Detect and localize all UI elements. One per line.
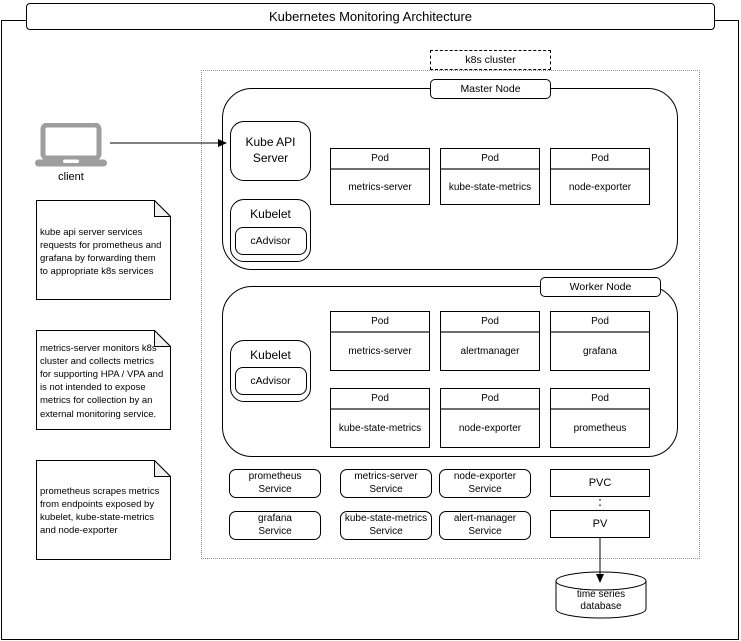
worker-node-label: Worker Node bbox=[540, 277, 661, 297]
pod-name: metrics-server bbox=[348, 181, 412, 193]
pod-header: Pod bbox=[331, 312, 429, 333]
note-text: kube api server services requests for pr… bbox=[40, 227, 162, 278]
diagram-title: Kubernetes Monitoring Architecture bbox=[26, 3, 715, 30]
pod-worker-grafana: Pod grafana bbox=[550, 311, 650, 371]
note-shape bbox=[36, 460, 171, 560]
pod-name: node-exporter bbox=[568, 181, 632, 193]
note-metrics-server: metrics-server monitors k8s cluster and … bbox=[36, 330, 171, 430]
pod-name: node-exporter bbox=[458, 423, 522, 434]
master-kubelet-label: Kubelet bbox=[250, 207, 291, 221]
service-prometheus: prometheus Service bbox=[229, 469, 321, 498]
laptop-icon bbox=[35, 123, 107, 167]
worker-cadvisor-box: cAdvisor bbox=[234, 367, 307, 395]
master-cadvisor-box: cAdvisor bbox=[234, 227, 307, 255]
pod-name: kube-state-metrics bbox=[448, 181, 532, 193]
service-node-exporter: node-exporter Service bbox=[439, 469, 531, 498]
note-text: prometheus scrapes metrics from endpoint… bbox=[40, 486, 160, 537]
pod-worker-kube-state-metrics: Pod kube-state-metrics bbox=[330, 388, 430, 448]
worker-kubelet-box: Kubelet cAdvisor bbox=[230, 340, 311, 402]
pod-master-node-exporter: Pod node-exporter bbox=[550, 148, 650, 205]
k8s-cluster-boundary bbox=[201, 70, 700, 559]
note-prometheus: prometheus scrapes metrics from endpoint… bbox=[36, 460, 171, 560]
pv-box: PV bbox=[550, 510, 650, 538]
pod-worker-node-exporter: Pod node-exporter bbox=[440, 388, 540, 448]
pod-header: Pod bbox=[551, 312, 649, 333]
pod-name: alertmanager bbox=[460, 346, 520, 357]
pod-header: Pod bbox=[551, 389, 649, 410]
k8s-cluster-label: k8s cluster bbox=[430, 50, 551, 70]
pod-master-kube-state-metrics: Pod kube-state-metrics bbox=[440, 148, 540, 205]
pod-worker-prometheus: Pod prometheus bbox=[550, 388, 650, 448]
service-alert-manager: alert-manager Service bbox=[439, 511, 531, 540]
pod-header: Pod bbox=[441, 149, 539, 170]
note-text: metrics-server monitors k8s cluster and … bbox=[40, 343, 164, 420]
service-metrics-server: metrics-server Service bbox=[340, 469, 432, 498]
pod-worker-alertmanager: Pod alertmanager bbox=[440, 311, 540, 371]
pod-name: prometheus bbox=[573, 423, 627, 434]
database-label: time series database bbox=[576, 589, 626, 612]
pod-name: kube-state-metrics bbox=[338, 423, 422, 434]
master-kubelet-box: Kubelet cAdvisor bbox=[230, 199, 311, 262]
pod-name: grafana bbox=[583, 346, 617, 357]
note-shape bbox=[36, 200, 171, 300]
pod-header: Pod bbox=[331, 149, 429, 170]
service-kube-state-metrics: kube-state-metrics Service bbox=[340, 511, 432, 540]
pod-worker-metrics-server: Pod metrics-server bbox=[330, 311, 430, 371]
pod-master-metrics-server: Pod metrics-server bbox=[330, 148, 430, 205]
note-kube-api-server: kube api server services requests for pr… bbox=[36, 200, 171, 300]
database-cylinder bbox=[555, 571, 647, 619]
pvc-box: PVC bbox=[550, 469, 650, 497]
pod-header: Pod bbox=[441, 389, 539, 410]
note-shape bbox=[36, 330, 171, 430]
worker-kubelet-label: Kubelet bbox=[250, 348, 291, 362]
master-node-label: Master Node bbox=[430, 79, 551, 99]
kube-api-server-box: Kube API Server bbox=[230, 121, 311, 181]
client-label: client bbox=[58, 171, 84, 183]
pod-header: Pod bbox=[331, 389, 429, 410]
pod-header: Pod bbox=[551, 149, 649, 170]
pod-header: Pod bbox=[441, 312, 539, 333]
service-grafana: grafana Service bbox=[229, 511, 321, 540]
pod-name: metrics-server bbox=[348, 346, 412, 357]
